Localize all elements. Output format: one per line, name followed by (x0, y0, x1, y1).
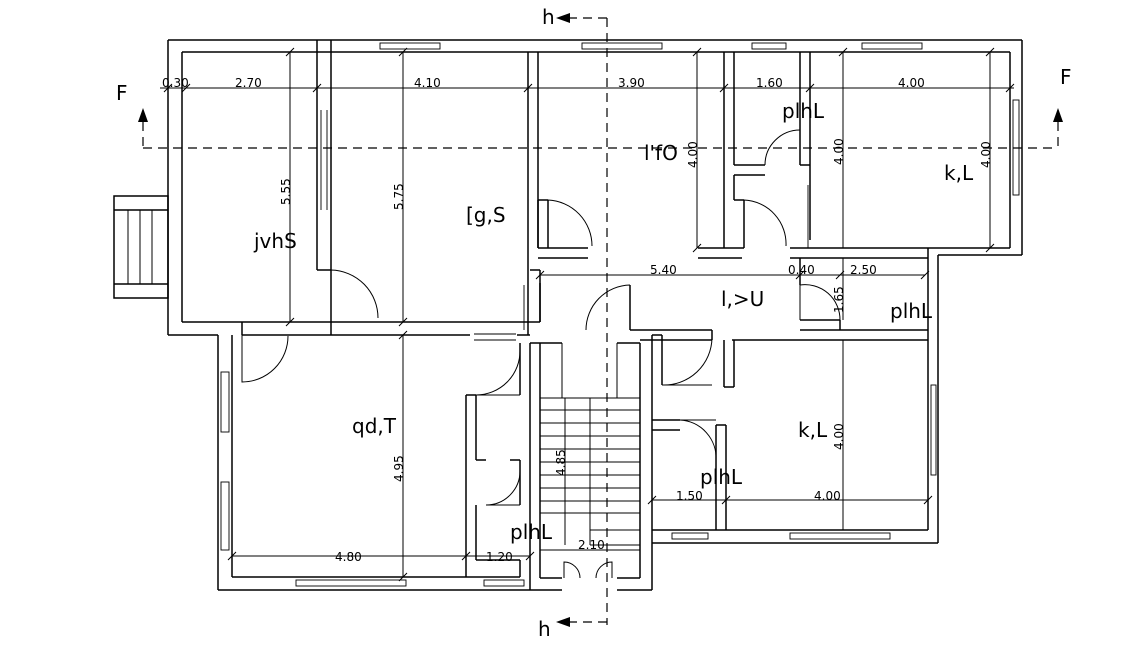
room-gs: [g,S (466, 203, 506, 227)
dim-040: 0.40 (788, 263, 815, 277)
room-lu: l,>U (721, 287, 764, 311)
windows (220, 42, 1020, 587)
section-mark-right: F (1060, 65, 1072, 89)
room-plhl-lower: plhL (700, 465, 743, 489)
section-mark-left: F (116, 81, 128, 105)
dim-485: 4.85 (554, 449, 568, 476)
room-plhl-stair: plhL (510, 520, 553, 544)
room-kl-top: k,L (944, 161, 974, 185)
dim-400-kl-lower: 4.00 (832, 423, 846, 450)
dim-400-kl-left: 4.00 (832, 138, 846, 165)
dim-030: 0.30 (162, 76, 189, 90)
room-rfo: l'fO (644, 141, 678, 165)
dim-250: 2.50 (850, 263, 877, 277)
room-plhl-mid: plhL (890, 299, 933, 323)
dim-480: 4.80 (335, 550, 362, 564)
dim-575: 5.75 (392, 183, 406, 210)
room-qdt: qd,T (352, 414, 397, 438)
dim-400-kl-right: 4.00 (979, 141, 993, 168)
dim-120: 1.20 (486, 550, 513, 564)
section-markers: h h F F (116, 5, 1072, 641)
dim-400-rfo: 4.00 (686, 141, 700, 168)
dim-165: 1.65 (832, 286, 846, 313)
dim-400-bottom: 4.00 (814, 489, 841, 503)
dim-540: 5.40 (650, 263, 677, 277)
dim-390: 3.90 (618, 76, 645, 90)
section-arrow-left-icon (138, 108, 148, 122)
section-arrow-bottom-icon (556, 617, 570, 627)
staircase (539, 343, 641, 546)
room-jvhs: jvhS (253, 229, 297, 253)
room-labels: jvhS [g,S l'fO plhL k,L l,>U plhL qd,T k… (253, 99, 974, 544)
section-mark-bottom: h (538, 617, 551, 641)
entrance-steps (113, 195, 169, 299)
dim-160: 1.60 (756, 76, 783, 90)
section-line-f (138, 108, 1063, 149)
section-arrow-top-icon (556, 13, 570, 23)
dimension-lines (160, 47, 1015, 582)
dim-210: 2.10 (578, 538, 605, 552)
section-arrow-right-icon (1053, 108, 1063, 122)
section-line-h (556, 13, 608, 627)
room-plhl-top: plhL (782, 99, 825, 123)
dim-400-top: 4.00 (898, 76, 925, 90)
dim-410: 4.10 (414, 76, 441, 90)
dim-555: 5.55 (279, 178, 293, 205)
section-mark-top: h (542, 5, 555, 29)
dim-270: 2.70 (235, 76, 262, 90)
dim-495: 4.95 (392, 455, 406, 482)
doors (241, 129, 841, 579)
room-kl-bottom: k,L (798, 418, 828, 442)
dimension-labels: 0.30 2.70 4.10 3.90 1.60 4.00 5.40 0.40 … (162, 76, 993, 564)
dim-150: 1.50 (676, 489, 703, 503)
